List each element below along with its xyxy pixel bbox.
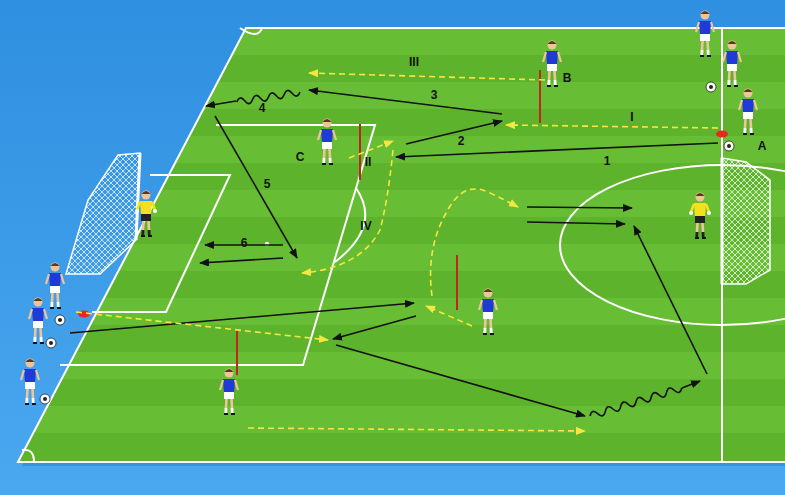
callout-label: IV [360,219,371,233]
callout-label: 5 [264,177,271,191]
callout-label: A [758,139,767,153]
callout-label: II [365,155,372,169]
callout-label: 4 [259,101,266,115]
callout-label: III [409,55,419,69]
callout-label: 2 [458,134,465,148]
callout-label: C [296,150,305,164]
callout-label: I [630,110,633,124]
callout-label: 6 [241,236,248,250]
callout-label: B [563,71,572,85]
callout-label: 3 [431,88,438,102]
callout-label: 1 [604,154,611,168]
